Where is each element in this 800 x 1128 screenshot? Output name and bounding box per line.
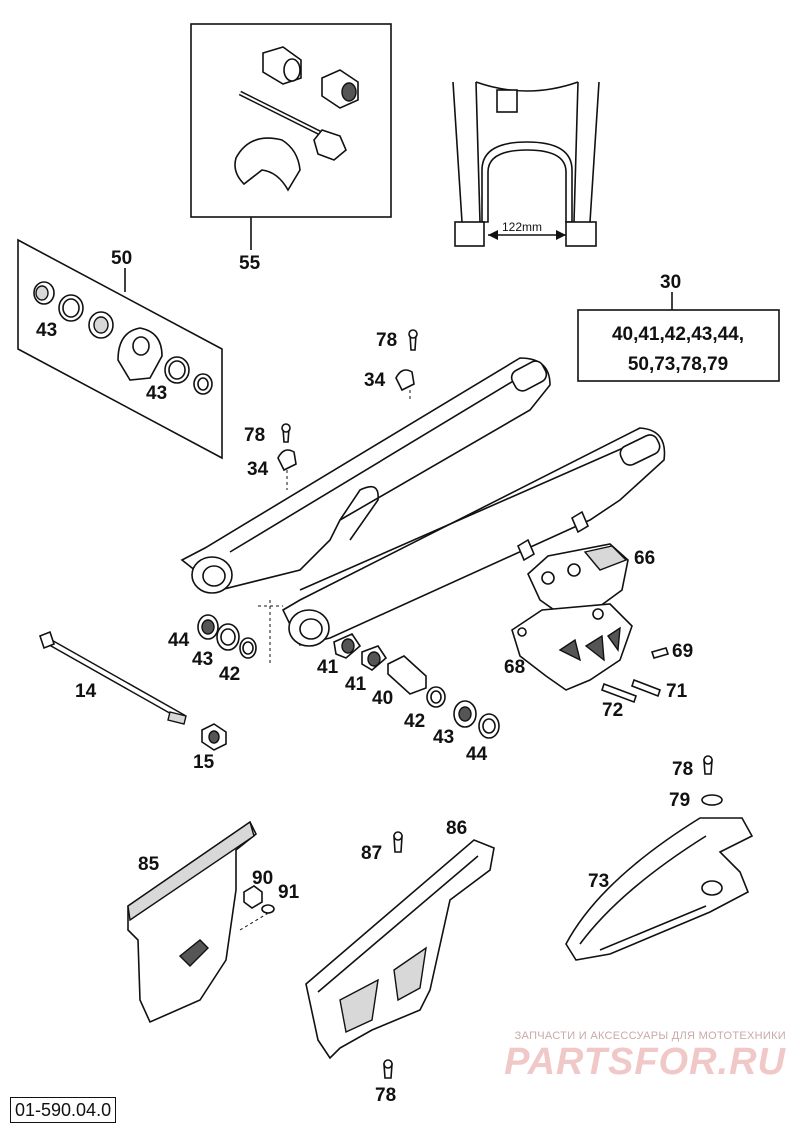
label-78-bottom: 78 [375, 1085, 396, 1106]
label-79: 79 [669, 790, 690, 811]
clip-34-upper [395, 329, 418, 392]
measurement-122mm: 122mm [502, 220, 542, 234]
label-15: 15 [193, 752, 215, 773]
label-73: 73 [588, 871, 609, 892]
label-14: 14 [75, 681, 97, 702]
nut-90 [243, 885, 263, 909]
label-41-a: 41 [317, 657, 339, 678]
watermark-brand: PARTSFOR.RU [504, 1041, 786, 1083]
washer-79 [701, 794, 723, 806]
label-40: 40 [372, 688, 393, 709]
bolt-72 [600, 682, 638, 704]
leader-left-pivot [258, 600, 283, 665]
swingarm-axle-14 [39, 630, 187, 725]
watermark: ЗАПЧАСТИ И АКСЕССУАРЫ ДЛЯ МОТОТЕХНИКИ PA… [486, 1030, 786, 1082]
label-41-b: 41 [345, 674, 367, 695]
label-43-right: 43 [433, 727, 454, 748]
chain-guide-plate-68 [511, 603, 633, 691]
chain-guide-66 [527, 543, 629, 615]
label-44-right: 44 [466, 744, 488, 765]
washer-91 [261, 904, 275, 914]
label-91: 91 [278, 882, 300, 903]
label-90: 90 [252, 868, 273, 889]
swingarm [180, 357, 666, 647]
label-30: 30 [660, 272, 681, 293]
watermark-tagline: ЗАПЧАСТИ И АКСЕССУАРЫ ДЛЯ МОТОТЕХНИКИ [514, 1030, 786, 1042]
bolt-69 [650, 647, 670, 659]
chain-guard-85 [127, 820, 258, 1024]
label-43-left: 43 [192, 649, 213, 670]
label-78-upper: 78 [376, 330, 397, 351]
label-78-lower: 78 [244, 425, 265, 446]
label-68: 68 [504, 657, 525, 678]
label-42-right: 42 [404, 711, 425, 732]
label-43-kit-right: 43 [146, 383, 167, 404]
label-50: 50 [111, 248, 132, 269]
label-78-slider: 78 [672, 759, 693, 780]
label-85: 85 [138, 854, 160, 875]
kit-30-line2: 50,73,78,79 [628, 354, 728, 375]
right-pivot-bearings [333, 632, 500, 739]
label-71: 71 [666, 681, 688, 702]
label-43-kit-left: 43 [36, 320, 57, 341]
clip-34-lower [277, 423, 297, 472]
label-44-left: 44 [168, 630, 190, 651]
kit-30-box [577, 309, 780, 382]
label-72: 72 [602, 700, 623, 721]
bolt-71 [630, 678, 662, 698]
lower-guide-86 [305, 839, 495, 1060]
chain-slider-73 [565, 817, 754, 961]
label-66: 66 [634, 548, 655, 569]
left-pivot-bearings [197, 614, 257, 659]
label-55: 55 [239, 253, 261, 274]
label-87: 87 [361, 843, 382, 864]
frame-clearance-detail: 122mm [452, 81, 600, 247]
label-34-lower: 34 [247, 459, 269, 480]
label-69: 69 [672, 641, 693, 662]
kit-30-line1: 40,41,42,43,44, [612, 324, 744, 345]
label-42-left: 42 [219, 664, 240, 685]
reference-code: 01-590.04.0 [10, 1097, 117, 1123]
kit-55-box [190, 23, 392, 218]
label-86: 86 [446, 818, 467, 839]
kit-50-box [17, 238, 223, 460]
label-34-upper: 34 [364, 370, 386, 391]
